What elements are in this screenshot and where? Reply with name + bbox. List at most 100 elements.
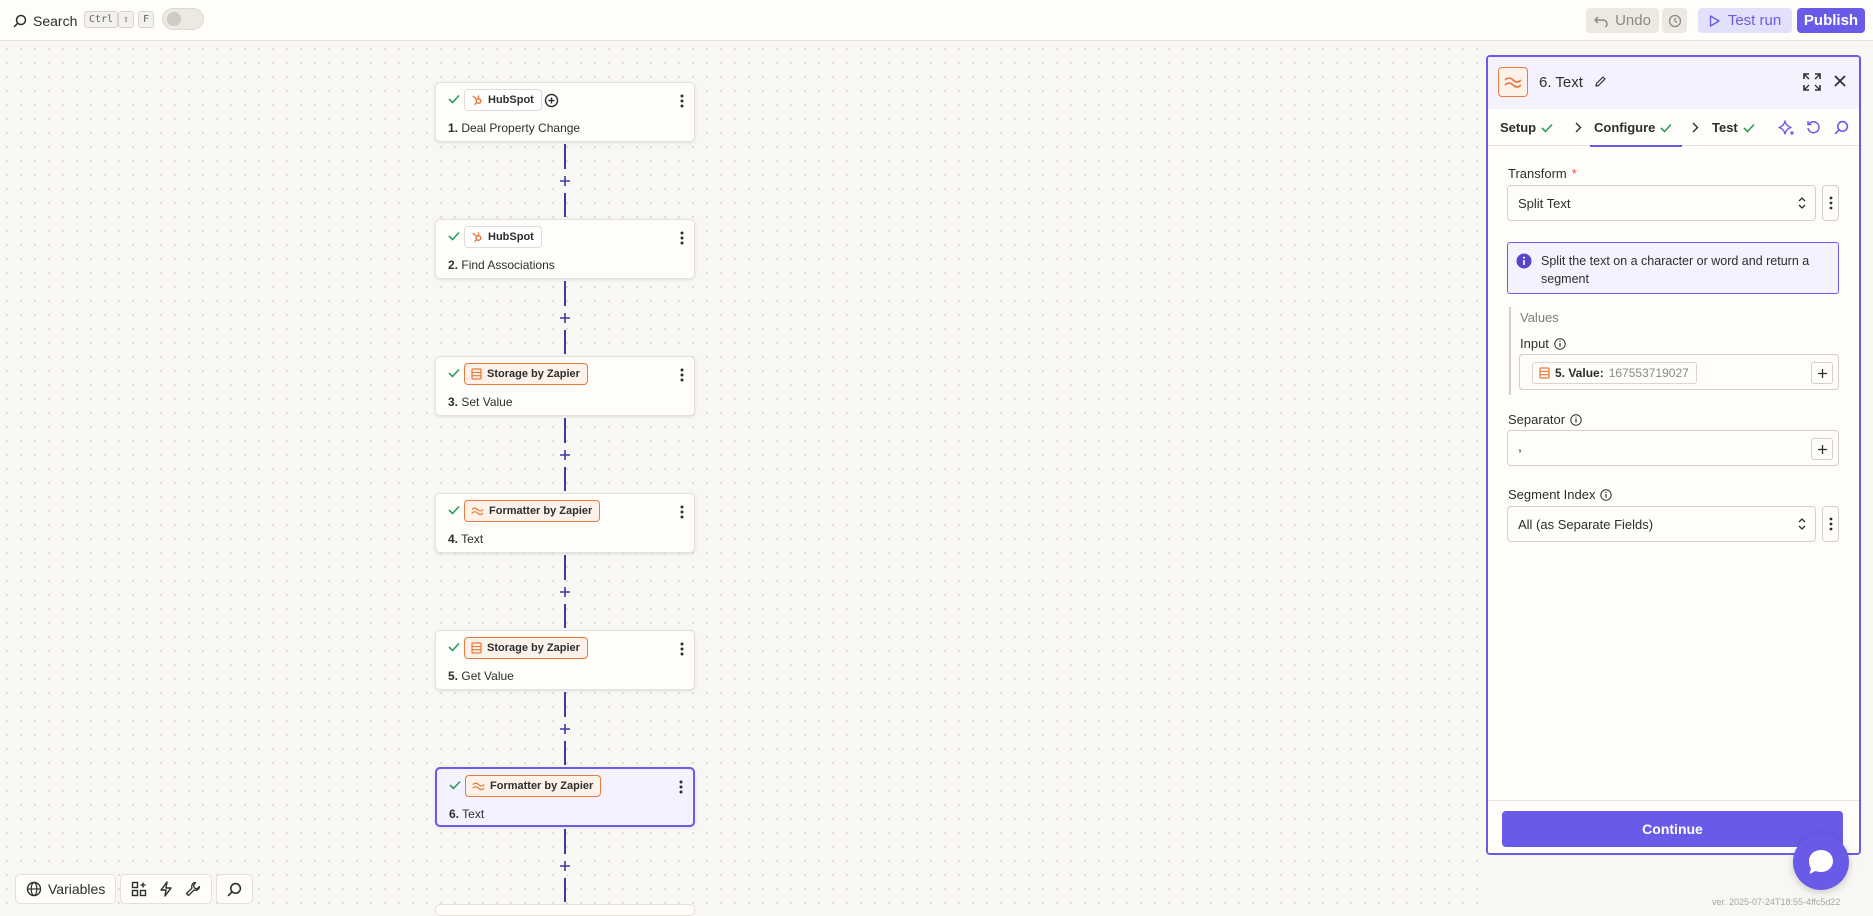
wrench-icon: [186, 881, 201, 897]
add-step-button[interactable]: [556, 308, 574, 327]
step-menu-button[interactable]: [679, 780, 683, 794]
triggers-button[interactable]: [155, 876, 177, 902]
add-step-button[interactable]: [556, 719, 574, 738]
hubspot-icon: [472, 232, 482, 243]
info-callout: Split the text on a character or word an…: [1507, 242, 1839, 294]
chat-button[interactable]: [1793, 834, 1849, 890]
required-marker: *: [1571, 166, 1577, 181]
continue-button[interactable]: Continue: [1502, 811, 1843, 847]
separator-value: ,: [1518, 438, 1522, 454]
reset-button[interactable]: [1806, 120, 1821, 135]
transform-select[interactable]: Split Text: [1507, 185, 1816, 221]
connector-line: [564, 740, 566, 765]
step-card-partial[interactable]: [435, 904, 695, 916]
chevron-right-icon: [1692, 122, 1699, 133]
step-title: 1. Deal Property Change: [448, 121, 580, 135]
add-step-button[interactable]: [556, 171, 574, 190]
tab-setup[interactable]: Setup: [1500, 109, 1553, 146]
tab-test[interactable]: Test: [1712, 109, 1755, 146]
step-card[interactable]: HubSpot 2. Find Associations: [435, 219, 695, 279]
step-menu-button[interactable]: [680, 94, 684, 108]
info-outline-icon[interactable]: [1570, 413, 1582, 426]
segment-index-select[interactable]: All (as Separate Fields): [1507, 506, 1816, 542]
version-history-button[interactable]: [1662, 8, 1687, 33]
step-status: [448, 368, 460, 378]
close-panel-button[interactable]: [1833, 74, 1847, 88]
search-button[interactable]: Search: [13, 10, 77, 31]
add-step-button[interactable]: [556, 582, 574, 601]
step-title: 6. Text: [449, 807, 484, 821]
insert-data-button[interactable]: [1811, 362, 1833, 384]
info-outline-icon[interactable]: [1554, 337, 1566, 350]
plus-icon: [560, 723, 570, 734]
formatter-icon: [1504, 77, 1522, 88]
add-trigger-button[interactable]: [544, 93, 559, 108]
insert-data-button[interactable]: [1811, 438, 1833, 460]
bottom-toolbar: Variables: [15, 874, 254, 904]
step-card[interactable]: Formatter by Zapier 6. Text: [435, 767, 695, 827]
tab-configure[interactable]: Configure: [1589, 109, 1683, 147]
pencil-icon: [1595, 76, 1606, 87]
more-vertical-icon: [1829, 517, 1832, 531]
app-name: Formatter by Zapier: [490, 780, 594, 792]
add-step-button[interactable]: [556, 445, 574, 464]
plus-icon: [560, 586, 570, 597]
app-name: HubSpot: [488, 231, 534, 243]
step-title: 2. Find Associations: [448, 258, 555, 272]
tab-label: Configure: [1594, 120, 1656, 135]
variables-button[interactable]: Variables: [22, 876, 109, 902]
version-label: ver. 2025-07-24T18:55-4ffc5d22: [1712, 897, 1841, 907]
check-icon: [448, 505, 460, 515]
canvas-search-button[interactable]: [223, 876, 246, 902]
app-badge: HubSpot: [464, 89, 542, 111]
app-name: Storage by Zapier: [487, 368, 580, 380]
step-name: Find Associations: [461, 258, 555, 272]
step-card[interactable]: HubSpot 1. Deal Property Change: [435, 82, 695, 142]
plus-icon: [1817, 444, 1827, 454]
check-icon: [448, 94, 460, 104]
transform-more-button[interactable]: [1822, 185, 1839, 221]
tools-button[interactable]: [181, 876, 205, 902]
formatter-icon: [472, 782, 485, 791]
plus-icon: [560, 860, 570, 871]
edit-title-button[interactable]: [1594, 75, 1607, 88]
undo-button[interactable]: Undo: [1586, 8, 1659, 33]
app-badge: Formatter by Zapier: [465, 775, 602, 797]
segment-index-more-button[interactable]: [1822, 506, 1839, 542]
more-vertical-icon: [680, 642, 684, 656]
tab-label: Test: [1712, 120, 1738, 135]
connector-line: [564, 603, 566, 628]
storage-icon: [471, 368, 482, 380]
storage-icon: [471, 642, 482, 654]
search-label: Search: [33, 12, 78, 29]
input-field[interactable]: 5. Value: 167553719027: [1519, 354, 1839, 390]
separator-field[interactable]: ,: [1507, 430, 1839, 466]
more-vertical-icon: [680, 231, 684, 245]
info-outline-icon[interactable]: [1600, 488, 1613, 501]
add-step-button[interactable]: [556, 856, 574, 875]
panel-search-button[interactable]: [1834, 120, 1849, 135]
app-name: Storage by Zapier: [487, 642, 580, 654]
step-title: 3. Set Value: [448, 395, 513, 409]
step-menu-button[interactable]: [680, 368, 684, 382]
step-menu-button[interactable]: [680, 505, 684, 519]
mapped-value-pill[interactable]: 5. Value: 167553719027: [1532, 362, 1697, 384]
apps-button[interactable]: [127, 876, 151, 902]
transform-label-text: Transform: [1508, 166, 1567, 181]
shortcut-key-shift: ⇧: [118, 11, 135, 28]
test-run-button[interactable]: Test run: [1698, 8, 1792, 33]
more-vertical-icon: [1829, 196, 1832, 210]
step-menu-button[interactable]: [680, 642, 684, 656]
ai-assist-button[interactable]: [1778, 120, 1795, 136]
publish-button[interactable]: Publish: [1797, 8, 1865, 33]
check-icon: [1660, 123, 1672, 133]
expand-panel-button[interactable]: [1803, 73, 1821, 91]
search-icon: [13, 14, 27, 28]
step-menu-button[interactable]: [680, 231, 684, 245]
mode-toggle[interactable]: [162, 8, 204, 30]
values-title: Values: [1520, 310, 1559, 325]
step-card[interactable]: Storage by Zapier 3. Set Value: [435, 356, 695, 416]
